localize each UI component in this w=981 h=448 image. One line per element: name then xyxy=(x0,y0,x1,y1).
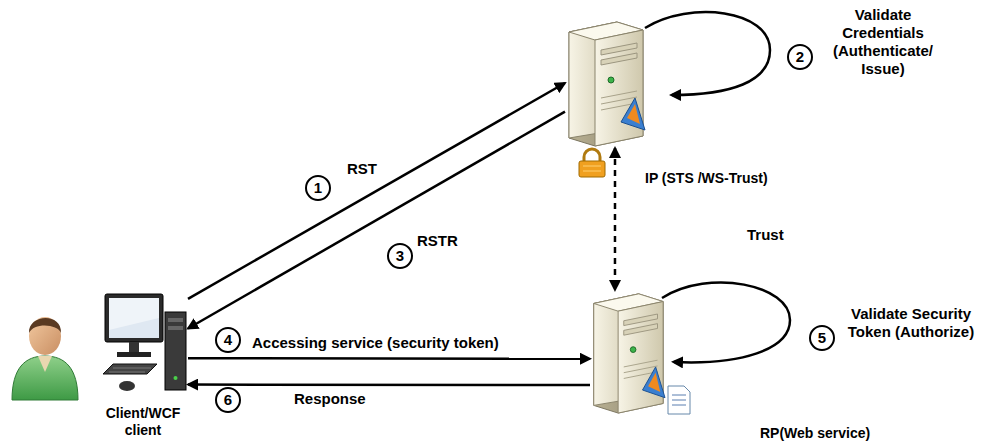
callout-number: 2 xyxy=(787,44,813,70)
client-computer: Client/WCF client xyxy=(103,290,188,400)
message-arrow xyxy=(188,83,565,299)
message-arrow xyxy=(188,383,590,386)
server-icon: RP(Web service) xyxy=(590,290,665,415)
callout-number: 6 xyxy=(215,387,241,413)
message-arrow xyxy=(188,357,590,360)
callout-number: 1 xyxy=(305,175,331,201)
edge-label: Accessing service (security token) xyxy=(250,334,501,352)
trust-connector xyxy=(614,148,617,290)
message-arrow xyxy=(188,112,565,329)
server-icon: IP (STS /WS-Trust) xyxy=(565,18,645,148)
callout-number: 4 xyxy=(215,327,241,353)
node-label: Client/WCF client xyxy=(93,405,193,439)
step-note: Validate Credentials (Authenticate/ Issu… xyxy=(816,6,950,78)
edge-label: Trust xyxy=(745,226,786,244)
document-icon xyxy=(668,386,690,414)
step-note: Validate Security Token (Authorize) xyxy=(846,305,976,341)
node-label: IP (STS /WS-Trust) xyxy=(645,170,815,187)
edge-label: RST xyxy=(345,160,379,178)
self-loop-arrow xyxy=(662,283,790,363)
user-figure xyxy=(12,317,78,400)
self-loop-arrow xyxy=(645,12,770,95)
callout-number: 5 xyxy=(809,325,835,351)
node-label: RP(Web service) xyxy=(760,425,930,442)
edge-label: RSTR xyxy=(415,232,460,250)
edge-label: Response xyxy=(292,390,368,408)
lock-icon xyxy=(579,149,605,177)
callout-number: 3 xyxy=(387,243,413,269)
